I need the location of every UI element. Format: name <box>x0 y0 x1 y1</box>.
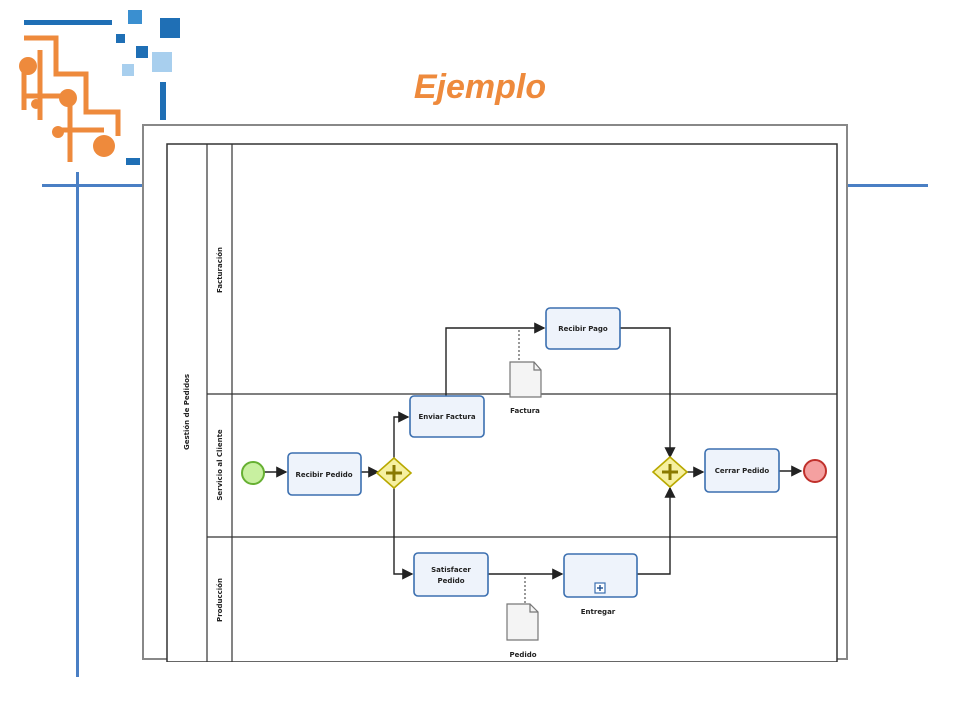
end-event <box>803 459 827 483</box>
data-object-pedido: Pedido <box>506 603 539 659</box>
svg-text:Satisfacer: Satisfacer <box>431 566 471 574</box>
svg-text:Cerrar Pedido: Cerrar Pedido <box>715 467 770 475</box>
parallel-gateway-split <box>375 456 413 490</box>
lane-label-produccion: Producción <box>216 578 224 622</box>
lane-label-servicio: Servicio al Cliente <box>216 429 224 501</box>
task-recibir-pedido: Recibir Pedido <box>287 452 362 496</box>
task-recibir-pago: Recibir Pago <box>545 307 621 350</box>
task-entregar-label: Entregar <box>581 608 616 616</box>
lane-label-facturacion: Facturación <box>216 247 224 293</box>
task-cerrar-pedido: Cerrar Pedido <box>704 448 780 493</box>
flow-gateway-to-satisfacer <box>393 488 414 580</box>
task-entregar <box>563 553 638 598</box>
flow-entregar-to-join <box>637 486 676 575</box>
svg-text:Factura: Factura <box>510 407 540 415</box>
svg-text:Pedido: Pedido <box>437 577 464 585</box>
svg-text:Pedido: Pedido <box>509 651 536 659</box>
parallel-gateway-join <box>651 455 689 489</box>
flow-factura-to-pago <box>445 322 546 396</box>
svg-text:Recibir Pago: Recibir Pago <box>558 325 608 333</box>
svg-text:Recibir Pedido: Recibir Pedido <box>295 471 352 479</box>
data-object-factura: Factura <box>509 361 542 415</box>
left-rule-vertical <box>76 172 79 677</box>
pool-label: Gestión de Pedidos <box>183 374 191 450</box>
left-rule-horizontal <box>42 184 142 187</box>
bpmn-diagram: Gestión de Pedidos Facturación Servicio … <box>142 124 848 662</box>
flow-gateway-to-factura <box>393 411 410 458</box>
logo-blue-squares <box>24 10 180 165</box>
right-rule-horizontal <box>848 184 928 187</box>
svg-text:Enviar Factura: Enviar Factura <box>418 413 475 421</box>
task-enviar-factura: Enviar Factura <box>409 395 485 438</box>
slide-title: Ejemplo <box>413 68 547 106</box>
pool <box>166 143 838 662</box>
logo <box>19 10 180 165</box>
flow-pago-to-join <box>620 327 676 459</box>
task-satisfacer-pedido: Satisfacer Pedido <box>413 552 489 597</box>
logo-orange-dots <box>19 57 115 157</box>
start-event <box>241 461 265 485</box>
